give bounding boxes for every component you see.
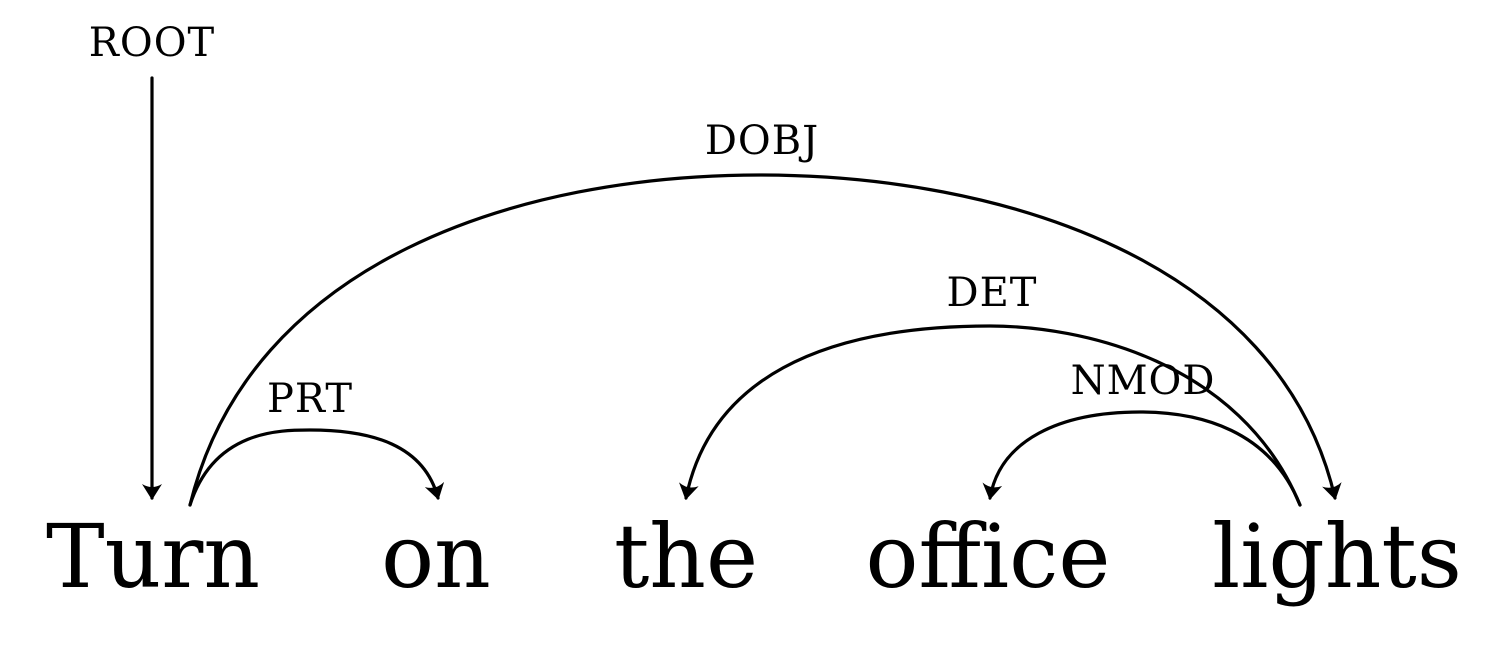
arc-det bbox=[679, 324, 1302, 507]
arc-dobj bbox=[188, 173, 1342, 507]
arc-label-dobj: DOBJ bbox=[705, 118, 819, 164]
word-the: the bbox=[614, 505, 758, 608]
word-office: office bbox=[865, 505, 1110, 608]
arc-prt bbox=[188, 428, 445, 507]
word-on: on bbox=[381, 505, 491, 608]
word-lights: lights bbox=[1212, 505, 1462, 608]
word-turn: Turn bbox=[46, 505, 260, 608]
arc-label-det: DET bbox=[947, 270, 1038, 316]
arc-nmod bbox=[982, 410, 1302, 507]
arc-label-nmod: NMOD bbox=[1071, 358, 1216, 404]
arc-label-prt: PRT bbox=[267, 376, 353, 422]
root-label: ROOT bbox=[89, 20, 215, 66]
